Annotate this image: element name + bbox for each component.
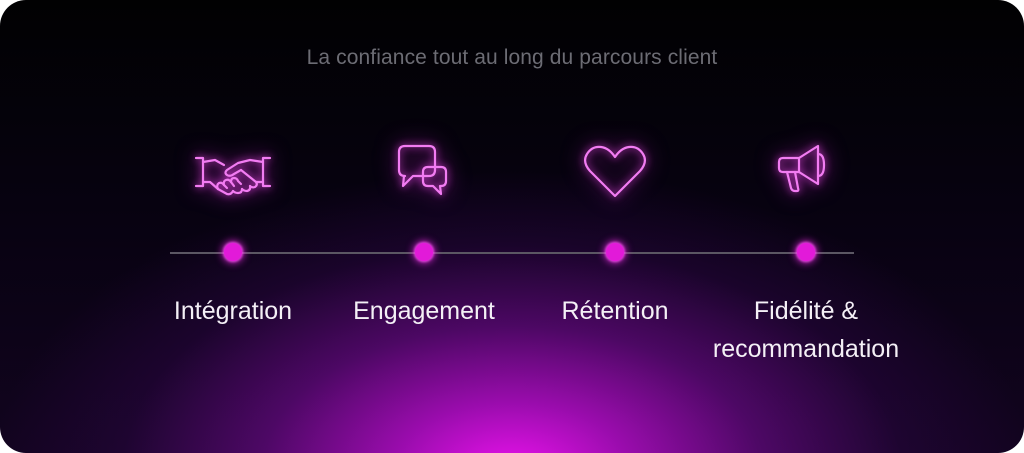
step-label-line: Engagement bbox=[353, 297, 495, 325]
timeline-dot bbox=[415, 243, 433, 261]
timeline-line bbox=[170, 252, 854, 254]
timeline-dot bbox=[606, 243, 624, 261]
megaphone-icon bbox=[761, 136, 851, 216]
timeline-dot bbox=[797, 243, 815, 261]
timeline-dot bbox=[224, 243, 242, 261]
step-label-line: Intégration bbox=[173, 297, 293, 325]
heart-icon bbox=[570, 136, 660, 216]
chat-bubbles-icon bbox=[379, 136, 469, 216]
step-label-retention: Rétention bbox=[485, 292, 745, 330]
diagram-title: La confiance tout au long du parcours cl… bbox=[306, 46, 718, 69]
step-label-line: Fidélité & bbox=[753, 297, 859, 325]
step-label-line: recommandation bbox=[712, 335, 900, 363]
handshake-icon bbox=[188, 136, 278, 216]
step-label-integration: Intégration bbox=[103, 292, 363, 330]
step-label-fidelite: Fidélité & recommandation bbox=[676, 292, 936, 368]
step-label-line: Rétention bbox=[561, 297, 669, 325]
step-label-engagement: Engagement bbox=[294, 292, 554, 330]
